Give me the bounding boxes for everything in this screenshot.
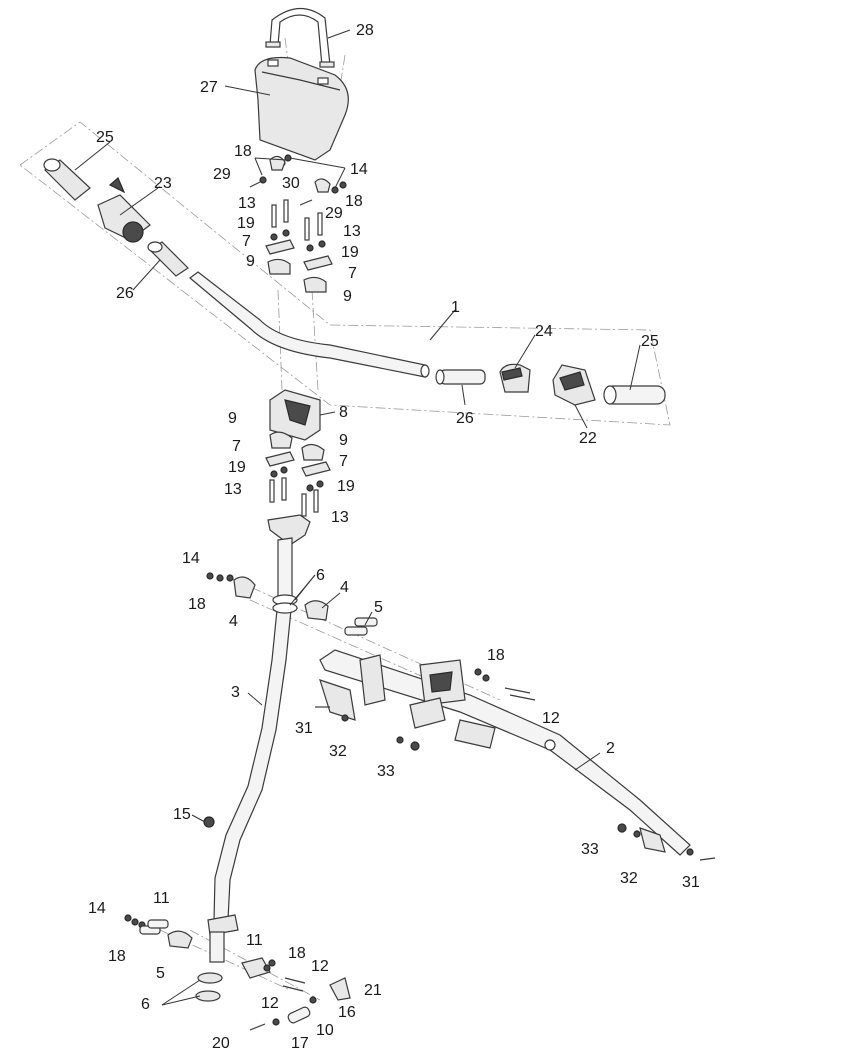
callout-19-a: 19: [237, 215, 255, 232]
callout-18-c: 18: [188, 596, 206, 613]
callout-13-b: 13: [343, 223, 361, 240]
callout-4-a: 4: [340, 579, 349, 596]
frame-hardware: [203, 668, 716, 861]
callout-18-f: 18: [288, 945, 306, 962]
callout-20: 20: [212, 1035, 230, 1052]
callout-30: 30: [282, 175, 300, 192]
callout-18-e: 18: [108, 948, 126, 965]
callout-8: 8: [339, 404, 348, 421]
callout-14-b: 14: [182, 550, 200, 567]
callout-9-d: 9: [339, 432, 348, 449]
callout-27: 27: [200, 79, 218, 96]
callout-10: 10: [316, 1022, 334, 1039]
callout-9-b: 9: [343, 288, 352, 305]
callout-1: 1: [451, 299, 460, 316]
callout-9-a: 9: [246, 253, 255, 270]
callout-13-c: 13: [224, 481, 242, 498]
callout-5-b: 5: [156, 965, 165, 982]
callout-11-a: 11: [153, 890, 170, 907]
lower-column-hardware: [124, 914, 351, 1031]
part-1-handlebar: [189, 271, 430, 378]
callout-11-b: 11: [246, 932, 263, 949]
callout-15: 15: [173, 806, 191, 823]
callout-7-d: 7: [339, 453, 348, 470]
callout-28: 28: [356, 22, 374, 39]
callout-33-b: 33: [581, 841, 599, 858]
callout-21: 21: [364, 982, 382, 999]
right-controls: [435, 363, 666, 406]
part-27-pad: [254, 56, 349, 161]
callout-7-c: 7: [232, 438, 241, 455]
upper-clamp-hardware: [249, 154, 347, 293]
callout-31-b: 31: [682, 874, 700, 891]
callout-5-a: 5: [374, 599, 383, 616]
callout-6-a: 6: [316, 567, 325, 584]
callout-23: 23: [154, 175, 172, 192]
callout-22: 22: [579, 430, 597, 447]
callout-31-a: 31: [295, 720, 313, 737]
callout-24: 24: [535, 323, 553, 340]
callout-14-a: 14: [350, 161, 368, 178]
callout-12-c: 12: [261, 995, 279, 1012]
part-3-steering-column: [207, 514, 311, 963]
lower-clamp-hardware: [265, 431, 331, 517]
part-8-riser-block: [269, 389, 321, 441]
leader-lines: [74, 29, 641, 1006]
callout-26-right: 26: [456, 410, 474, 427]
callout-33-a: 33: [377, 763, 395, 780]
callout-26-left: 26: [116, 285, 134, 302]
column-mount-hardware: [206, 572, 378, 636]
callout-14-c: 14: [88, 900, 106, 917]
callout-32-a: 32: [329, 743, 347, 760]
callout-19-d: 19: [337, 478, 355, 495]
callout-7-b: 7: [348, 265, 357, 282]
callout-17: 17: [291, 1035, 309, 1052]
callout-29-a: 29: [213, 166, 231, 183]
callout-18-d: 18: [487, 647, 505, 664]
callout-32-b: 32: [620, 870, 638, 887]
callout-4-b: 4: [229, 613, 238, 630]
callout-13-a: 13: [238, 195, 256, 212]
callout-12-b: 12: [311, 958, 329, 975]
left-controls: [43, 158, 189, 277]
callout-labels: 28 27 25 23 26 18 14 29 30 18 13 29 19 1…: [88, 22, 700, 1052]
callout-18-a: 18: [234, 143, 252, 160]
callout-13-d: 13: [331, 509, 349, 526]
callout-29-b: 29: [325, 205, 343, 222]
callout-6-b: 6: [141, 996, 150, 1013]
callout-19-b: 19: [341, 244, 359, 261]
callout-25-right: 25: [641, 333, 659, 350]
callout-18-b: 18: [345, 193, 363, 210]
callout-3: 3: [231, 684, 240, 701]
part-2-frame-bracket: [319, 649, 691, 856]
part-28-strap: [265, 7, 335, 68]
callout-12-a: 12: [542, 710, 560, 727]
callout-16: 16: [338, 1004, 356, 1021]
callout-2: 2: [606, 740, 615, 757]
callout-19-c: 19: [228, 459, 246, 476]
callout-25-left: 25: [96, 129, 114, 146]
callout-9-c: 9: [228, 410, 237, 427]
callout-7-a: 7: [242, 233, 251, 250]
